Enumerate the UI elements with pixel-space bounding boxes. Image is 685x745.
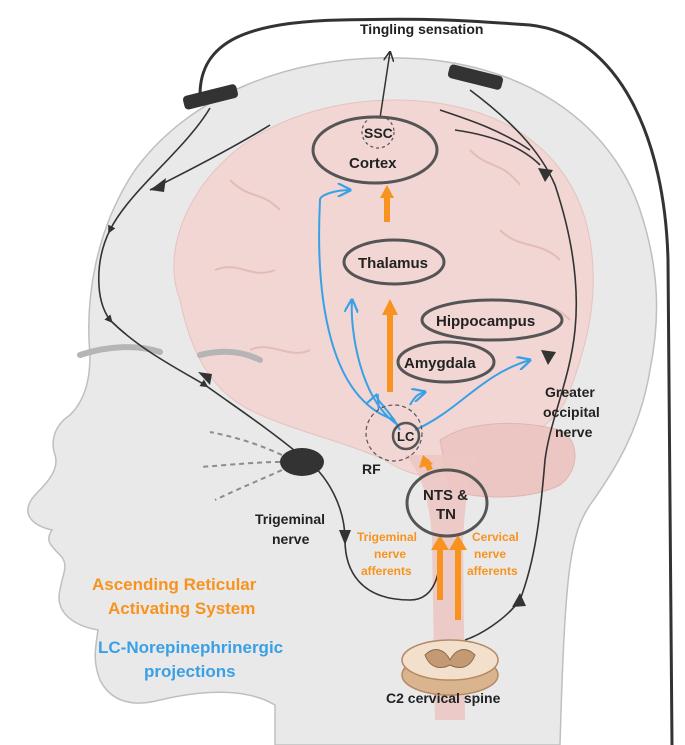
c2-spine-icon	[401, 639, 499, 696]
nts-label-line2: TN	[436, 506, 456, 523]
lc-label: LC	[397, 429, 415, 444]
hippocampus-label: Hippocampus	[436, 313, 535, 330]
thalamus-node	[342, 238, 446, 286]
greater-occipital-line2: occipital	[543, 404, 600, 420]
lcne-line2: projections	[144, 662, 236, 681]
aras-line2: Activating System	[108, 599, 255, 618]
greater-occipital-line3: nerve	[555, 424, 593, 440]
lcne-line1: LC-Norepinephrinergic	[98, 638, 283, 657]
spine-label: C2 cervical spine	[386, 690, 501, 706]
brain-gyri	[214, 149, 571, 354]
cerv-aff-line1: Cervical	[472, 530, 519, 544]
trigeminal-ganglion	[280, 448, 324, 476]
rf-region	[365, 404, 423, 462]
rf-label: RF	[362, 461, 381, 477]
trig-aff-line3: afferents	[361, 564, 412, 578]
hippocampus-node	[420, 298, 564, 342]
cortex-node	[311, 115, 439, 185]
trig-aff-line1: Trigeminal	[357, 530, 417, 544]
tingling-label: Tingling sensation	[360, 21, 483, 37]
tingling-arrow	[379, 52, 390, 119]
lc-node	[391, 421, 421, 451]
nts-label-line1: NTS &	[423, 487, 468, 504]
thalamus-label: Thalamus	[358, 255, 428, 272]
ssc-node	[361, 115, 395, 149]
aras-line1: Ascending Reticular	[92, 575, 257, 594]
trigeminal-branches	[199, 431, 283, 501]
headset-wire	[198, 17, 674, 745]
brain-silhouette	[173, 99, 594, 477]
amygdala-label: Amygdala	[404, 355, 476, 372]
electrode-right	[447, 64, 504, 90]
cortex-label: Cortex	[349, 155, 397, 172]
cerv-aff-line2: nerve	[474, 547, 506, 561]
trigeminal-label-line2: nerve	[272, 531, 310, 547]
trig-aff-line2: nerve	[374, 547, 406, 561]
trigeminal-label-line1: Trigeminal	[255, 511, 325, 527]
nerve-arrowheads	[150, 168, 556, 607]
greater-occipital-line1: Greater	[545, 384, 595, 400]
amygdala-node	[396, 340, 496, 384]
ascending-arrows	[380, 185, 467, 620]
nts-node	[405, 468, 489, 538]
electrode-left	[182, 84, 239, 110]
ssc-label: SSC	[364, 125, 393, 141]
cerv-aff-line3: afferents	[467, 564, 518, 578]
